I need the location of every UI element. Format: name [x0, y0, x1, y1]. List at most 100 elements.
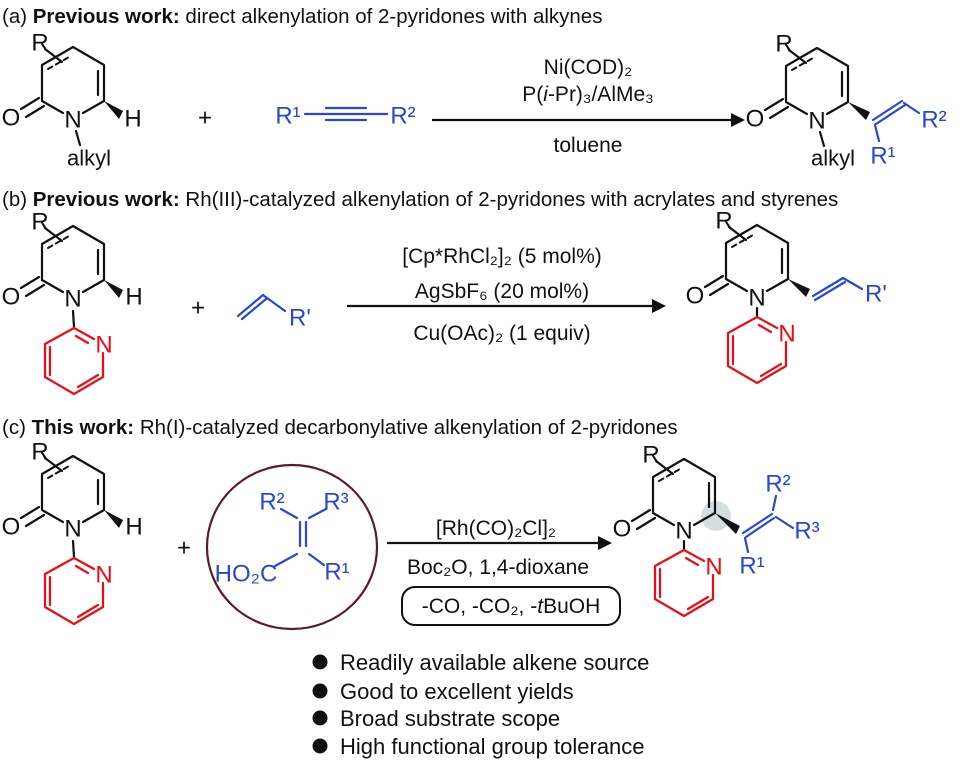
section-b-header: (b) Previous work: Rh(III)-catalyzed alk…	[2, 188, 838, 211]
arrow-head	[598, 536, 612, 550]
r-label: R	[31, 439, 48, 466]
section-a-header: (a) Previous work: direct alkenylation o…	[2, 5, 602, 28]
n-pyridyl-bond	[71, 539, 76, 559]
section-a-title-rest: direct alkenylation of 2-pyridones with …	[180, 5, 603, 28]
n-pyridyl-bond	[71, 309, 76, 329]
alkene-b: R'	[236, 293, 311, 332]
pyridone-reactant-b: R O N H N	[2, 209, 143, 396]
plus-sign-b: +	[191, 295, 205, 322]
vinyl-r1-bond	[743, 536, 750, 554]
highlights-list: Readily available alkene source Good to …	[312, 650, 649, 759]
product-r1-label: R¹	[870, 143, 895, 170]
bullet-icon	[312, 710, 328, 726]
emphasis-circle	[205, 463, 379, 631]
alkyl-label: alkyl	[811, 146, 855, 171]
section-b: (b) Previous work: Rh(III)-catalyzed alk…	[2, 188, 887, 396]
product-r2-label: R²	[921, 107, 946, 134]
product-c: R O N N R² R³ R¹	[613, 442, 820, 618]
section-c-title-bold: This work:	[32, 416, 135, 439]
n-alkyl-bond	[818, 130, 826, 148]
condition-a-below: toluene	[554, 134, 623, 157]
product-b: R O N N R'	[686, 208, 887, 385]
plus-sign-c: +	[177, 535, 191, 562]
oxygen-label: O	[2, 284, 21, 311]
wedge-bond	[788, 279, 810, 297]
section-c-title-rest: Rh(I)-catalyzed decarbonylative alkenyla…	[134, 416, 678, 439]
alkyne-a: R¹ R²	[275, 103, 415, 130]
vinyl-double-bond	[741, 512, 776, 539]
reaction-arrow-c: [Rh(CO)₂Cl]₂ Boc₂O, 1,4-dioxane -CO, -CO…	[387, 517, 621, 626]
acid-ho2c-label: HO₂C	[215, 561, 278, 588]
wedge-bond	[104, 510, 123, 528]
reaction-arrow-a: Ni(COD)₂ P(i-Pr)₃/AlMe₃ toluene	[432, 56, 745, 157]
vinyl-r3-bond	[774, 515, 795, 530]
nitrogen-label: N	[64, 107, 81, 134]
section-a-title-bold: Previous work:	[33, 5, 180, 28]
acid-r1-label: R¹	[324, 559, 349, 586]
bullet-item-1: Readily available alkene source	[340, 650, 649, 675]
byproducts-box	[401, 586, 621, 626]
condition-a1: Ni(COD)₂	[544, 56, 633, 79]
oxygen-label: O	[2, 514, 21, 541]
section-b-title-rest: Rh(III)-catalyzed alkenylation of 2-pyri…	[180, 188, 839, 211]
arrow-head	[652, 299, 666, 313]
alkene-double-bond	[236, 293, 268, 321]
acid-bottom-bonds	[273, 552, 326, 568]
vinyl-r2-bond	[771, 494, 778, 512]
condition-a2: P(i-Pr)₃/AlMe₃	[522, 83, 653, 106]
wedge-bond	[104, 101, 123, 119]
acid-r3-label: R³	[323, 489, 348, 516]
oxygen-label: O	[686, 283, 705, 310]
vinyl-double-bond	[871, 99, 907, 126]
section-c-header: (c) This work: Rh(I)-catalyzed decarbony…	[2, 416, 678, 439]
alkene-rprime-bond	[261, 293, 287, 313]
acid-double-bond	[298, 520, 308, 548]
arrow-head	[731, 113, 745, 127]
section-a-label: (a)	[2, 5, 33, 28]
bullet-item-4: High functional group tolerance	[340, 734, 645, 759]
bullet-icon	[312, 654, 328, 670]
vinyl-rprime-bond	[841, 276, 864, 291]
r-label: R	[642, 442, 659, 469]
bond-highlight	[701, 501, 731, 531]
byproducts-text: -CO, -CO₂, -tBuOH	[422, 595, 601, 618]
reaction-arrow-b: [Cp*RhCl₂]₂ (5 mol%) AgSbF₆ (20 mol%) Cu…	[347, 245, 666, 345]
hydrogen-label: H	[125, 284, 142, 311]
condition-c1: [Rh(CO)₂Cl]₂	[436, 517, 556, 540]
condition-b1: [Cp*RhCl₂]₂ (5 mol%)	[402, 245, 602, 268]
acid-top-bonds	[279, 507, 328, 520]
alkyne-r2-label: R²	[390, 103, 415, 130]
condition-b2: AgSbF₆ (20 mol%)	[415, 280, 589, 303]
condition-c-below: Boc₂O, 1,4-dioxane	[407, 556, 589, 579]
wedge-bond	[715, 513, 740, 534]
triple-bond	[303, 106, 389, 122]
r-label: R	[31, 30, 48, 57]
pyridone-reactant-c: R O N H N	[2, 439, 143, 626]
pyridyl-nitrogen-label: N	[95, 562, 112, 589]
acid-r2-label: R²	[259, 489, 284, 516]
pyridone-reactant-a: R O N H alkyl	[2, 30, 142, 171]
alkene-rprime-label: R'	[289, 305, 311, 332]
product-rprime-label: R'	[865, 281, 887, 308]
condition-b-below: Cu(OAc)₂ (1 equiv)	[413, 322, 590, 345]
oxygen-label: O	[746, 106, 765, 133]
product-a: R O N alkyl R¹ R²	[746, 31, 947, 171]
vinyl-double-bond	[811, 276, 847, 302]
nitrogen-label: N	[675, 518, 692, 545]
pyridyl-nitrogen-label: N	[95, 332, 112, 359]
r-label: R	[31, 209, 48, 236]
hydrogen-label: H	[124, 106, 141, 133]
nitrogen-label: N	[64, 516, 81, 543]
product-r2-label: R²	[765, 471, 790, 498]
bullet-icon	[312, 738, 328, 754]
acrylic-acid-circled: R² R³ HO₂C R¹	[205, 463, 379, 631]
oxygen-label: O	[613, 516, 632, 543]
nitrogen-label: N	[64, 286, 81, 313]
r-label: R	[715, 208, 732, 235]
r-label: R	[775, 31, 792, 58]
plus-sign-a: +	[198, 105, 212, 132]
alkyl-label: alkyl	[67, 146, 111, 171]
section-b-label: (b)	[2, 188, 33, 211]
hydrogen-label: H	[125, 514, 142, 541]
